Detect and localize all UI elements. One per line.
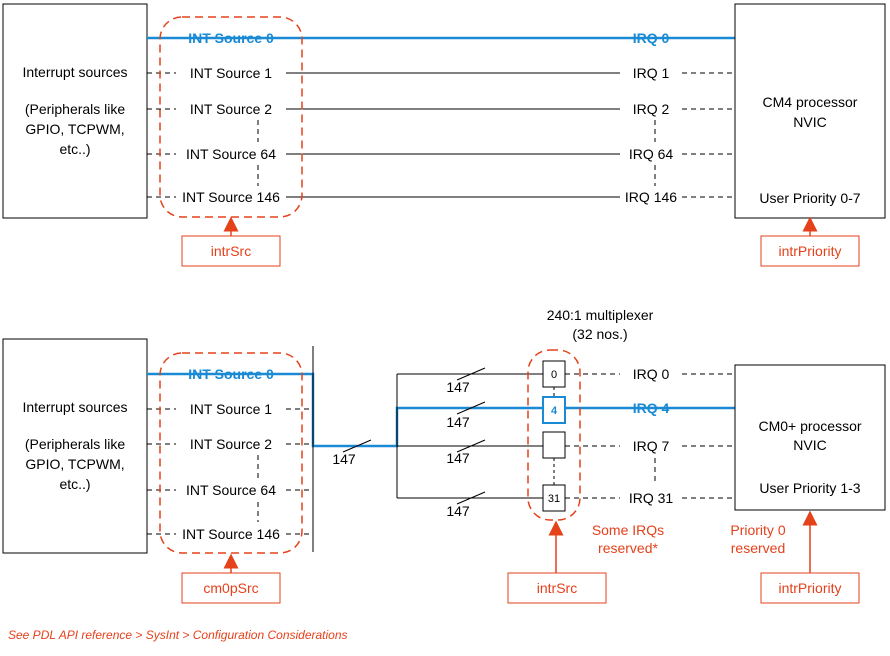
bus-width-mux-31: 147 <box>446 503 470 519</box>
reserved-priority-line-1: Priority 0 <box>730 522 785 538</box>
sources-desc-1: (Peripherals like <box>25 101 126 117</box>
intrpriority-tag-2 <box>760 572 860 604</box>
sources-desc-3: etc..) <box>59 141 90 157</box>
interrupt-sources-box-2 <box>2 338 148 554</box>
intrpriority-tag-label-2: intrPriority <box>778 580 841 596</box>
source-rows <box>147 72 735 198</box>
irq-0-label: IRQ 0 <box>633 30 670 46</box>
irq-4-label: IRQ 4 <box>633 400 670 416</box>
int-source-0-label-2: INT Source 0 <box>188 366 274 382</box>
irq-7-label: IRQ 7 <box>633 438 670 454</box>
int-source-2-label: INT Source 2 <box>190 101 272 117</box>
reserved-priority-line-2: reserved <box>731 540 785 556</box>
cm0p-nvic-label: NVIC <box>793 437 826 453</box>
int-source-64-label: INT Source 64 <box>186 146 276 162</box>
int-source-group-2 <box>159 352 303 554</box>
irq-2-label: IRQ 2 <box>633 101 670 117</box>
cm0psrc-tag-label: cm0pSrc <box>203 580 258 596</box>
mux-4-box <box>542 396 566 424</box>
sources-title-2: Interrupt sources <box>22 399 127 415</box>
mux-group <box>527 349 581 521</box>
cm4-processor-label: CM4 processor <box>763 94 858 110</box>
irq-31-label: IRQ 31 <box>629 490 674 506</box>
bus-width-main: 147 <box>332 451 356 467</box>
sources-title: Interrupt sources <box>22 64 127 80</box>
intrsrc-tag <box>181 235 281 267</box>
bus-width-mux-4: 147 <box>446 414 470 430</box>
mux-31-id: 31 <box>548 493 560 505</box>
mux-31-box <box>542 484 566 512</box>
mux-4-id: 4 <box>551 405 558 417</box>
cm0p-processor-label: CM0+ processor <box>758 418 861 434</box>
intrpriority-tag-label: intrPriority <box>778 243 841 259</box>
mux-7-box <box>542 431 566 459</box>
source-0-path <box>147 372 543 448</box>
footnote: See PDL API reference > SysInt > Configu… <box>8 628 348 642</box>
mux-title: 240:1 multiplexer <box>547 307 654 323</box>
source-rows-2 <box>147 346 735 552</box>
cm4-priority-label: User Priority 0-7 <box>759 190 860 206</box>
interrupt-sources-box <box>2 3 148 219</box>
cm0p-processor-box <box>734 364 886 511</box>
irq-64-label: IRQ 64 <box>629 146 674 162</box>
int-source-group <box>159 16 303 218</box>
int-source-0-label: INT Source 0 <box>188 30 274 46</box>
int-source-1-label: INT Source 1 <box>190 65 272 81</box>
int-source-64-label-2: INT Source 64 <box>186 482 276 498</box>
irq-0-label-2: IRQ 0 <box>633 366 670 382</box>
irq-146-label: IRQ 146 <box>625 189 677 205</box>
irq-1-label: IRQ 1 <box>633 65 670 81</box>
int-source-2-label-2: INT Source 2 <box>190 436 272 452</box>
sources-desc-2: GPIO, TCPWM, <box>25 121 124 137</box>
bus-width-mux-7: 147 <box>446 450 470 466</box>
sources-desc-2-2: GPIO, TCPWM, <box>25 456 124 472</box>
sources-desc-2-1: (Peripherals like <box>25 436 126 452</box>
intrpriority-tag <box>760 235 860 267</box>
cm4-section: Interrupt sources (Peripherals like GPIO… <box>2 3 886 267</box>
mux-intrsrc-tag <box>507 572 607 604</box>
mux-count: (32 nos.) <box>572 326 627 342</box>
bus-width-mux-0: 147 <box>446 379 470 395</box>
intrsrc-tag-label: intrSrc <box>211 243 251 259</box>
sources-desc-2-3: etc..) <box>59 476 90 492</box>
int-source-1-label-2: INT Source 1 <box>190 401 272 417</box>
cm4-nvic-label: NVIC <box>793 114 826 130</box>
int-source-146-label-2: INT Source 146 <box>182 526 280 542</box>
cm0p-priority-label: User Priority 1-3 <box>759 480 860 496</box>
mux-intrsrc-tag-label: intrSrc <box>537 580 577 596</box>
int-source-146-label: INT Source 146 <box>182 189 280 205</box>
mux-0-id: 0 <box>551 369 557 381</box>
reserved-irqs-line-1: Some IRQs <box>592 522 664 538</box>
reserved-irqs-line-2: reserved* <box>598 540 658 556</box>
cm4-processor-box <box>734 3 886 219</box>
cm0p-section: Interrupt sources (Peripherals like GPIO… <box>2 307 886 604</box>
cm0psrc-tag <box>181 572 281 604</box>
mux-0-box <box>542 360 566 388</box>
